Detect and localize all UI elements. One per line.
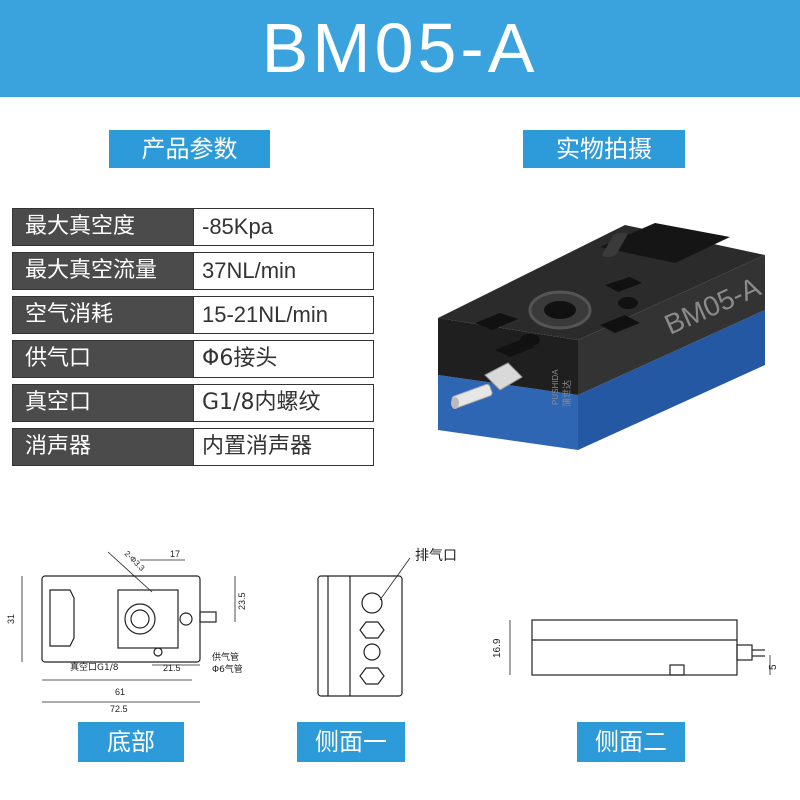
drawing-label-bottom: 底部 xyxy=(78,722,184,762)
dim-side-height: 16.9 xyxy=(492,638,503,658)
base-right-face xyxy=(578,310,765,450)
body-front-face xyxy=(438,318,578,395)
spec-row: 最大真空流量 37NL/min xyxy=(12,252,374,290)
spec-row: 真空口 G1/8内螺纹 xyxy=(12,384,374,422)
spec-value: 15-21NL/min xyxy=(194,297,373,333)
brand-cn-print: 蒲世达 xyxy=(561,380,573,407)
top-slots xyxy=(600,223,730,263)
supply-fitting xyxy=(484,362,523,391)
section-tag-params: 产品参数 xyxy=(109,130,270,168)
spec-row: 空气消耗 15-21NL/min xyxy=(12,296,374,334)
annot-supply1: 供气管 xyxy=(212,651,239,663)
dim-side-small: 5 xyxy=(768,664,779,670)
annot-vacuum: 真空口G1/8 xyxy=(70,661,119,673)
spec-value: -85Kpa xyxy=(194,209,373,245)
dim-right: 23.5 xyxy=(237,592,247,610)
spec-label: 真空口 xyxy=(13,385,194,421)
dim-holes: 2-Φ3.3 xyxy=(123,549,147,573)
dim-inner: 21.5 xyxy=(163,663,181,673)
spec-value: G1/8内螺纹 xyxy=(194,385,373,421)
drawing-label-side2: 侧面二 xyxy=(577,722,685,762)
drawing-bottom: 2-Φ3.3 17 31 23.5 21.5 61 72.5 真空口G1/8 供… xyxy=(6,549,247,714)
product-photo: BM05-A PUSHIDA 蒲世达 xyxy=(438,223,765,450)
spec-label: 消声器 xyxy=(13,429,194,465)
spec-label: 空气消耗 xyxy=(13,297,194,333)
spec-value: 内置消声器 xyxy=(194,429,373,465)
dim-height: 31 xyxy=(6,614,16,624)
drawing-side2: 16.9 5 xyxy=(492,619,779,676)
page-title: BM05-A xyxy=(261,9,539,87)
dim-width1: 61 xyxy=(115,687,125,697)
dim-width2: 72.5 xyxy=(110,704,128,714)
body-right-face xyxy=(578,255,765,395)
brand-print: PUSHIDA xyxy=(551,369,560,405)
spec-label: 供气口 xyxy=(13,341,194,377)
spec-value: 37NL/min xyxy=(194,253,373,289)
dim-top: 17 xyxy=(170,549,180,559)
annot-exhaust: 排气口 xyxy=(415,548,457,564)
drawing-side1: 排气口 xyxy=(317,548,457,697)
spec-row: 最大真空度 -85Kpa xyxy=(12,208,374,246)
header-banner xyxy=(0,0,800,97)
spec-label: 最大真空度 xyxy=(13,209,194,245)
section-tag-photo: 实物拍摄 xyxy=(523,130,685,168)
annot-supply2: Φ6气管 xyxy=(212,663,243,675)
spec-row: 供气口 Φ6接头 xyxy=(12,340,374,378)
spec-label: 最大真空流量 xyxy=(13,253,194,289)
drawing-label-side1: 侧面一 xyxy=(297,722,405,762)
spec-value: Φ6接头 xyxy=(194,341,373,377)
spec-row: 消声器 内置消声器 xyxy=(12,428,374,466)
